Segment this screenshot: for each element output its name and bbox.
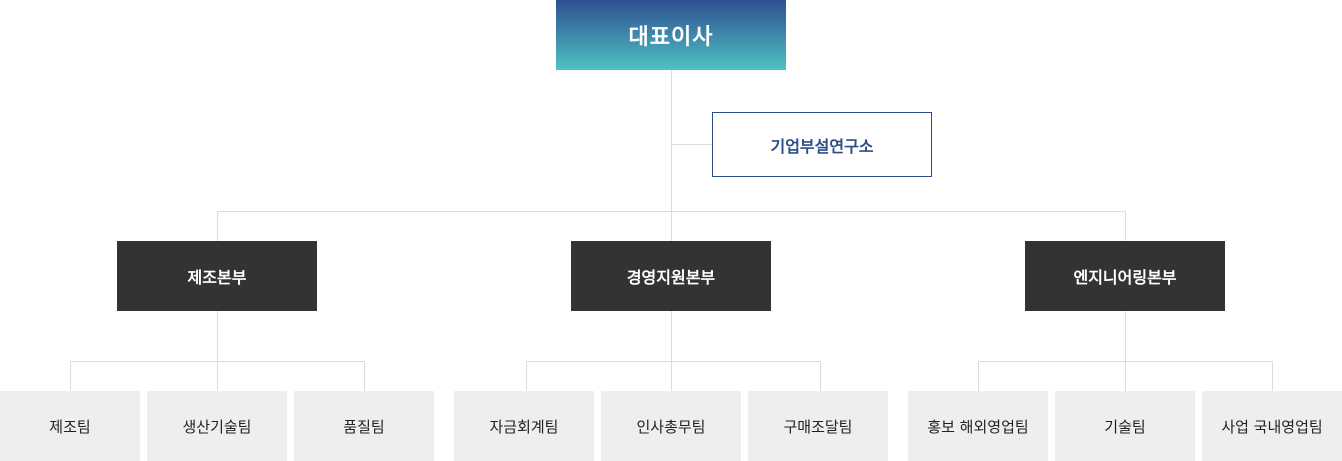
division-engineering: 엔지니어링본부 — [1025, 241, 1225, 311]
team-box: 제조팀 — [0, 391, 140, 461]
connector-division-drop-1 — [217, 211, 218, 241]
ceo-box: 대표이사 — [556, 0, 786, 70]
connector-div3-trunk — [1125, 311, 1126, 391]
connector-division-bar — [217, 211, 1126, 212]
connector-div1-drop-c — [364, 361, 365, 391]
connector-div2-drop-a — [526, 361, 527, 391]
connector-div2-trunk — [671, 311, 672, 391]
connector-lab-branch — [671, 144, 712, 145]
connector-div1-team-bar — [70, 361, 365, 362]
connector-div3-drop-a — [978, 361, 979, 391]
connector-div3-drop-c — [1272, 361, 1273, 391]
connector-division-drop-3 — [1125, 211, 1126, 241]
division-manufacturing: 제조본부 — [117, 241, 317, 311]
team-box: 생산기술팀 — [147, 391, 287, 461]
team-box: 기술팀 — [1055, 391, 1195, 461]
connector-ceo-trunk — [671, 70, 672, 241]
connector-div2-team-bar — [526, 361, 821, 362]
team-box: 인사총무팀 — [601, 391, 741, 461]
connector-div1-drop-a — [70, 361, 71, 391]
team-box: 자금회계팀 — [454, 391, 594, 461]
team-box: 홍보 해외영업팀 — [908, 391, 1048, 461]
team-box: 품질팀 — [294, 391, 434, 461]
division-management-support: 경영지원본부 — [571, 241, 771, 311]
connector-div3-team-bar — [978, 361, 1273, 362]
team-box: 구매조달팀 — [748, 391, 888, 461]
team-box: 사업 국내영업팀 — [1202, 391, 1342, 461]
research-lab-box: 기업부설연구소 — [712, 112, 932, 177]
connector-div1-trunk — [217, 311, 218, 391]
connector-div2-drop-c — [820, 361, 821, 391]
